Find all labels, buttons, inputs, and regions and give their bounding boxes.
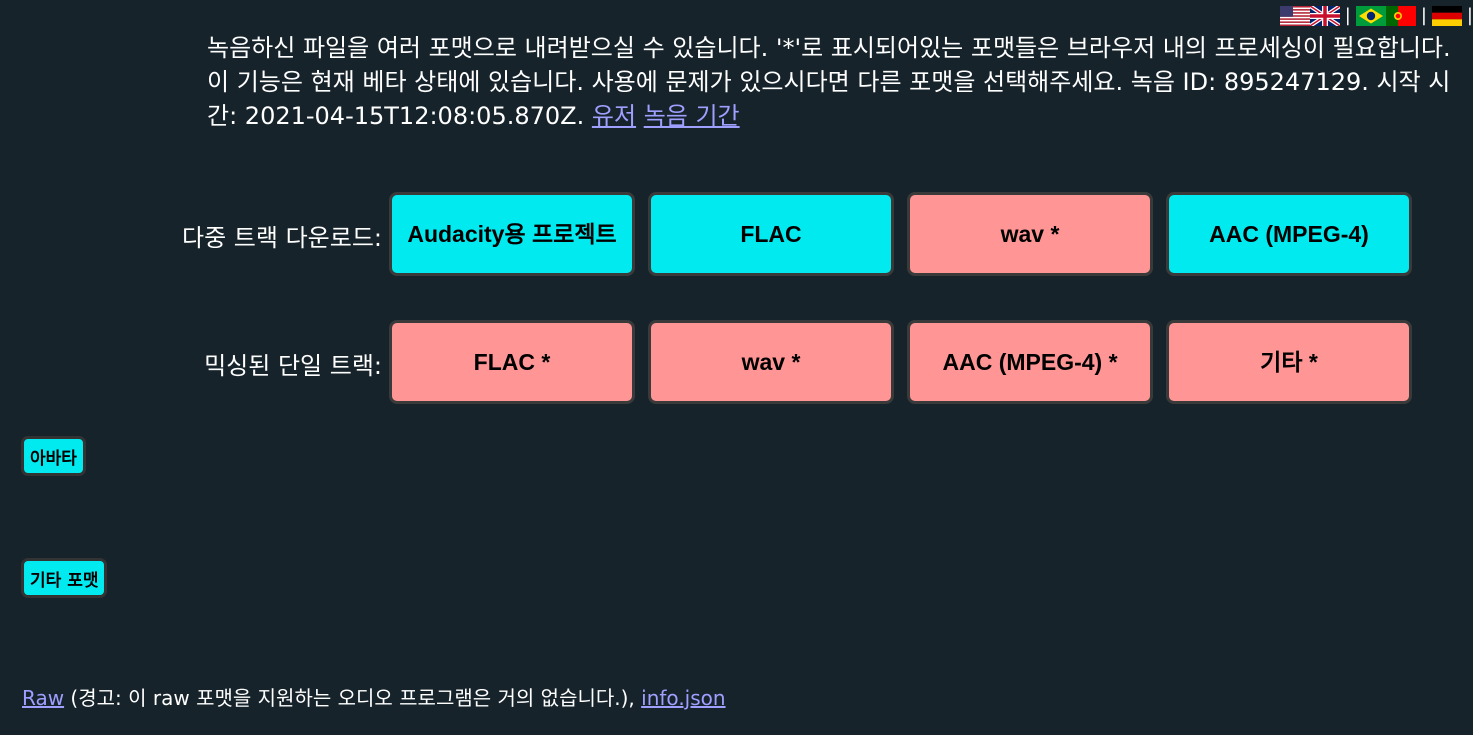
portugal-flag-icon[interactable]	[1385, 6, 1416, 26]
duration-link[interactable]: 녹음 기간	[643, 102, 740, 130]
mixed-track-label: 믹싱된 단일 트랙:	[204, 352, 382, 380]
other-formats-button[interactable]: 기타 포맷	[21, 558, 108, 598]
mixed-wav-button[interactable]: wav *	[648, 320, 894, 404]
mixed-other-button[interactable]: 기타 *	[1166, 320, 1412, 404]
multitrack-flac-button[interactable]: FLAC	[648, 192, 894, 276]
intro-text: 녹음하신 파일을 여러 포맷으로 내려받으실 수 있습니다. '*'로 표시되어…	[207, 34, 1451, 130]
intro-paragraph: 녹음하신 파일을 여러 포맷으로 내려받으실 수 있습니다. '*'로 표시되어…	[207, 31, 1452, 133]
mixed-flac-button[interactable]: FLAC *	[389, 320, 635, 404]
audacity-project-button[interactable]: Audacity용 프로젝트	[389, 192, 635, 276]
germany-flag-icon[interactable]	[1431, 6, 1462, 26]
brazil-flag-icon[interactable]	[1355, 6, 1386, 26]
raw-warning-text: (경고: 이 raw 포맷을 지원하는 오디오 프로그램은 거의 없습니다.),	[64, 686, 642, 710]
flag-separator: |	[1420, 5, 1427, 26]
flag-separator: |	[1344, 5, 1351, 26]
multitrack-wav-button[interactable]: wav *	[907, 192, 1153, 276]
avatar-button[interactable]: 아바타	[21, 436, 86, 476]
flag-separator: |	[1466, 5, 1473, 26]
footer: Raw (경고: 이 raw 포맷을 지원하는 오디오 프로그램은 거의 없습니…	[22, 682, 726, 711]
language-selector: | | |	[1279, 5, 1473, 27]
users-link[interactable]: 유저	[591, 102, 637, 130]
us-flag-icon[interactable]	[1279, 6, 1310, 26]
uk-flag-icon[interactable]	[1309, 6, 1340, 26]
multitrack-label: 다중 트랙 다운로드:	[182, 224, 382, 252]
multitrack-aac-button[interactable]: AAC (MPEG-4)	[1166, 192, 1412, 276]
raw-link[interactable]: Raw	[22, 686, 65, 710]
info-json-link[interactable]: info.json	[641, 686, 726, 710]
mixed-aac-button[interactable]: AAC (MPEG-4) *	[907, 320, 1153, 404]
